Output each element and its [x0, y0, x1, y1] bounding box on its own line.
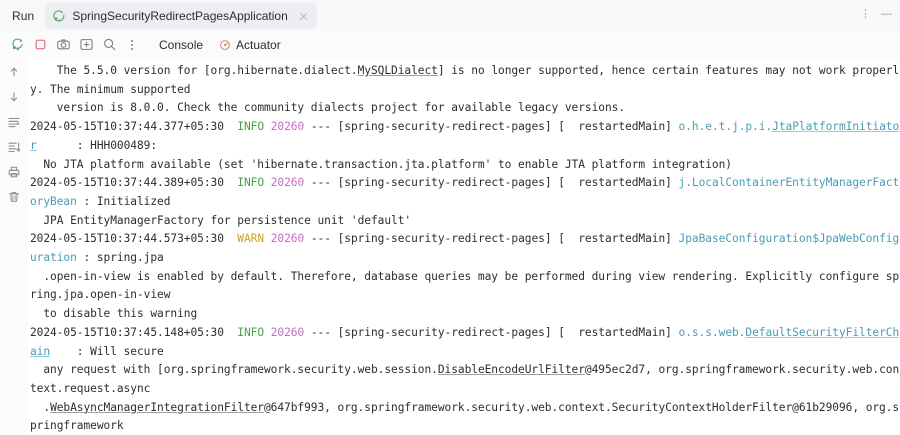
more-button[interactable] [125, 36, 139, 54]
log-line-entity-manager-factory-detail: JPA EntityManagerFactory for persistence… [30, 212, 900, 231]
stop-button[interactable] [31, 35, 50, 54]
log-line-filter-chain-detail-1: any request with [org.springframework.se… [30, 361, 900, 398]
console-text: any request with [org.springframework.se… [30, 363, 438, 377]
tab-console[interactable]: Console [159, 35, 203, 55]
console-hyperlink[interactable]: WebAsyncManagerIntegrationFilter [50, 400, 264, 414]
log-line-entity-manager-factory: 2024-05-15T10:37:44.389+05:30 INFO 20260… [30, 174, 900, 211]
console-text[interactable]: JtaPlatformInitiator [30, 120, 900, 152]
run-tool-window-label: Run [12, 8, 35, 23]
console-text[interactable]: DefaultSecurityFilterChain [30, 325, 900, 358]
console-text: --- [spring-security-redirect-pages] [ r… [304, 325, 679, 339]
console-text: JPA EntityManagerFactory for persistence… [30, 213, 412, 227]
console-text: No JTA platform available (set 'hibernat… [30, 157, 732, 171]
console-text: : Will secure [50, 344, 164, 358]
console-text [264, 176, 271, 189]
console-text: @647bf993, org.springframework.security.… [30, 400, 900, 433]
log-line-open-in-view-warning-detail-2: to disable this warning [30, 305, 900, 324]
clear-all-button[interactable] [4, 187, 24, 207]
console-text: 20260 [270, 176, 305, 190]
console-text: 2024-05-15T10:37:44.573+05:30 [30, 232, 224, 246]
console-text: version is 8.0.0. Check the community di… [30, 101, 626, 115]
console-text: JpaBaseConfiguration$JpaWebConfiguration [30, 232, 900, 265]
console-text: : HHH000489: [36, 138, 158, 152]
log-line-jta-platform-detail: No JTA platform available (set 'hibernat… [30, 156, 900, 175]
window-controls: ⋮ — [860, 9, 892, 20]
run-configuration-tab[interactable]: SpringSecurityRedirectPagesApplication [45, 3, 317, 29]
run-subtabs: Console Actuator [159, 35, 281, 55]
console-text: o.h.e.t.j.p.i. [678, 120, 773, 134]
soft-wrap-button[interactable] [4, 112, 24, 132]
console-text [264, 326, 271, 339]
console-text: The 5.5.0 version for [org.hibernate.dia… [30, 64, 358, 77]
console-text: --- [spring-security-redirect-pages] [ r… [304, 232, 679, 246]
console-text [224, 176, 237, 189]
console-hyperlink[interactable]: DisableEncodeUrlFilter [437, 363, 585, 377]
options-icon[interactable]: ⋮ [860, 8, 871, 20]
console-text: INFO [237, 120, 265, 134]
log-line-filter-chain-detail-2: .WebAsyncManagerIntegrationFilter@647bf9… [30, 399, 900, 435]
console-text: to disable this warning [30, 307, 198, 321]
console-text: --- [spring-security-redirect-pages] [ r… [304, 120, 679, 134]
console-text: 2024-05-15T10:37:45.148+05:30 [30, 325, 224, 339]
console-text [224, 326, 237, 339]
console-text: o.s.s.web. [678, 325, 746, 339]
console-text: : Initialized [76, 194, 171, 208]
console-text [264, 120, 271, 133]
console-text: WARN [237, 232, 265, 246]
console-text: INFO [237, 176, 265, 190]
console-text: 2024-05-15T10:37:44.377+05:30 [30, 120, 224, 134]
console-text: ] is no longer supported, hence certain … [30, 64, 900, 96]
console-text: 20260 [270, 325, 305, 339]
actuator-icon [219, 39, 231, 51]
console-text: 20260 [270, 120, 305, 134]
search-button[interactable] [100, 35, 119, 54]
scroll-down-button[interactable] [4, 87, 24, 107]
scroll-to-end-button[interactable] [4, 137, 24, 157]
tab-actuator-label: Actuator [236, 37, 281, 52]
console-text: 20260 [270, 232, 305, 246]
run-configuration-name: SpringSecurityRedirectPagesApplication [72, 9, 288, 23]
console-text: j.LocalContainerEntityManagerFactoryBean [30, 176, 900, 208]
console-text: 2024-05-15T10:37:44.389+05:30 [30, 176, 224, 190]
spring-run-icon [53, 9, 66, 23]
console-text: .open-in-view is enabled by default. The… [30, 269, 900, 302]
log-line-open-in-view-warning: 2024-05-15T10:37:44.573+05:30 WARN 20260… [30, 230, 900, 267]
print-button[interactable] [4, 162, 24, 182]
console-text [264, 232, 271, 245]
console-hyperlink[interactable]: MySQLDialect [357, 64, 438, 77]
rerun-button[interactable] [8, 35, 27, 54]
log-line-open-in-view-warning-detail-1: .open-in-view is enabled by default. The… [30, 268, 900, 305]
close-icon[interactable] [297, 10, 310, 23]
scroll-up-button[interactable] [4, 62, 24, 82]
minimize-icon[interactable]: — [881, 8, 892, 20]
console-text: --- [spring-security-redirect-pages] [ r… [304, 176, 679, 190]
layout-button[interactable] [77, 35, 96, 54]
console-text: @495ec2d7, org.springframework.security.… [30, 363, 900, 395]
log-line-hibernate-dialect-1: The 5.5.0 version for [org.hibernate.dia… [30, 62, 900, 99]
console-text: : spring.jpa [76, 251, 164, 265]
log-line-hibernate-dialect-2: version is 8.0.0. Check the community di… [30, 99, 900, 118]
console-text [224, 120, 237, 133]
console-text [224, 232, 237, 245]
console-text: . [30, 400, 51, 414]
camera-button[interactable] [54, 35, 73, 54]
run-toolbar: Console Actuator [0, 31, 900, 58]
console-text: INFO [237, 325, 265, 339]
console-gutter-toolbar [0, 58, 28, 435]
tab-actuator[interactable]: Actuator [219, 35, 281, 55]
log-line-jta-platform-initiator: 2024-05-15T10:37:44.377+05:30 INFO 20260… [30, 118, 900, 155]
console-body: The 5.5.0 version for [org.hibernate.dia… [0, 58, 900, 435]
tab-console-label: Console [159, 37, 204, 52]
run-tab-bar: Run SpringSecurityRedirectPagesApplicati… [0, 0, 900, 31]
console-output[interactable]: The 5.5.0 version for [org.hibernate.dia… [28, 58, 900, 435]
log-line-security-filter-chain: 2024-05-15T10:37:45.148+05:30 INFO 20260… [30, 324, 900, 361]
